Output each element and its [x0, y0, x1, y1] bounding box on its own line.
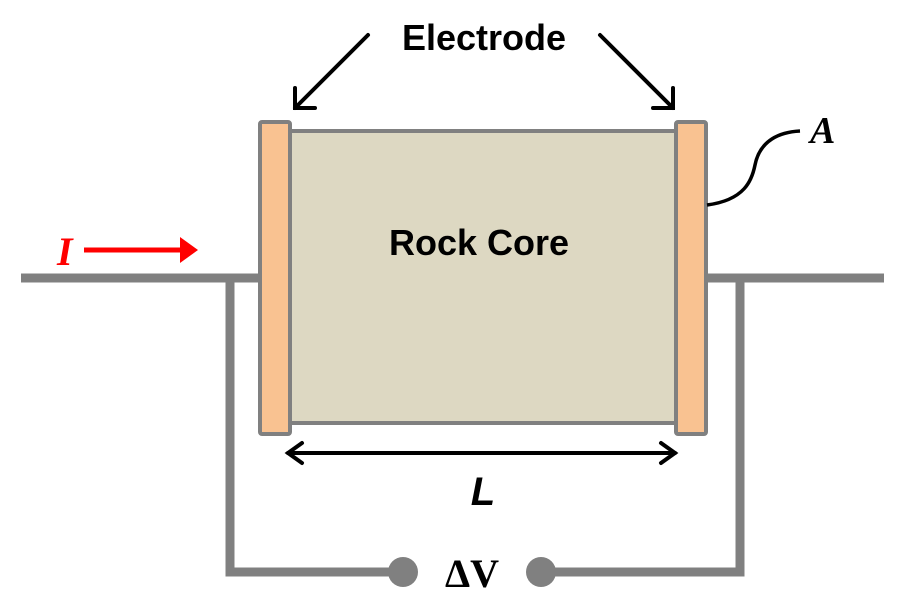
length-arrow-right-head	[659, 441, 679, 465]
current-arrow	[84, 237, 198, 263]
voltmeter-terminal-right	[526, 557, 556, 587]
current-arrow-head	[180, 237, 198, 263]
area-leader-curve	[706, 129, 801, 207]
voltmeter-terminal-left	[388, 557, 418, 587]
voltmeter-wire-right	[545, 278, 745, 577]
electrode-arrow-right-head	[651, 86, 675, 110]
current-label: I	[56, 229, 74, 274]
electrode-arrow-left-head	[293, 86, 317, 110]
electrode-arrow-right	[598, 33, 675, 110]
electrode-arrows	[293, 33, 675, 110]
length-label: L	[471, 470, 495, 514]
electrode-label: Electrode	[402, 17, 566, 58]
electrode-right	[674, 120, 708, 436]
voltage-label: ΔV	[445, 551, 499, 596]
area-label: A	[808, 110, 835, 152]
rock-core	[288, 129, 678, 425]
length-arrow-left-head	[284, 441, 304, 465]
voltmeter-wire-left	[225, 278, 410, 577]
circuit-wires	[21, 273, 884, 577]
electrode-left	[258, 120, 292, 436]
rock-core-label: Rock Core	[389, 222, 569, 263]
electrode-arrow-left	[293, 33, 370, 110]
length-arrow	[284, 441, 679, 465]
